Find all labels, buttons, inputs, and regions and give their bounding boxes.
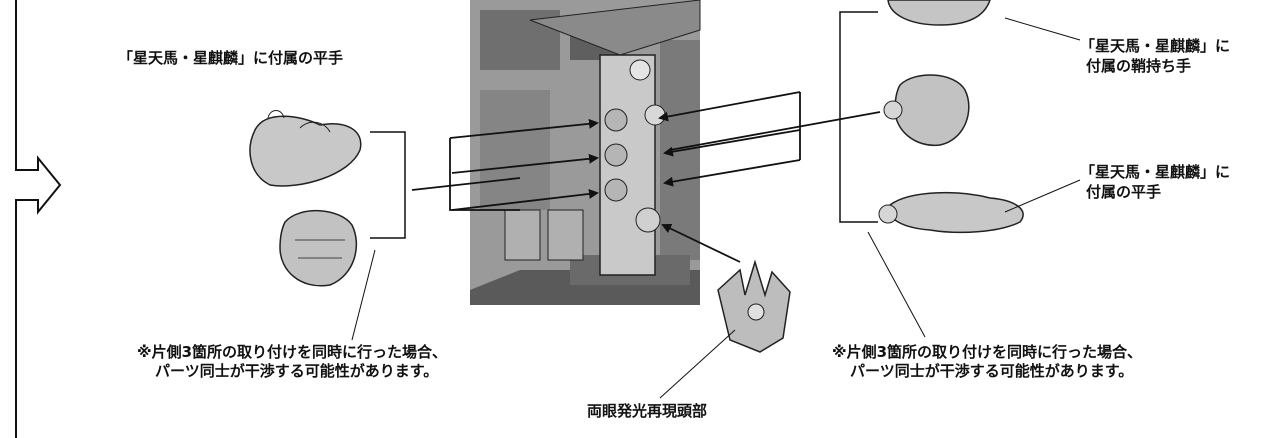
right-fist-illustration xyxy=(883,74,970,146)
interference-note-right-line2: パーツ同士が干渉する可能性があります。 xyxy=(850,362,1134,380)
left-flat-hand-illustration xyxy=(249,110,362,187)
left-flat-hand-label: 「星天馬・星麒麟」に付属の平手 xyxy=(118,49,344,67)
leader-lines xyxy=(351,17,1081,399)
head-part-illustration xyxy=(717,259,791,353)
left-hands-bracket xyxy=(370,131,406,239)
right-flat-hand-illustration xyxy=(878,191,1024,234)
left-connection-arrows xyxy=(411,118,599,211)
step-arrow-icon xyxy=(15,0,62,438)
interference-note-left-line2: パーツ同士が干渉する可能性があります。 xyxy=(155,362,439,380)
right-scabbard-hand-label-line2: 付属の鞘持ち手 xyxy=(1086,57,1192,75)
right-flat-hand-label-line1: 「星天馬・星麒麟」に xyxy=(1080,163,1231,181)
right-connection-arrows xyxy=(658,91,881,187)
right-flat-hand-label-line2: 付属の平手 xyxy=(1086,183,1162,201)
head-part-label: 両眼発光再現頭部 xyxy=(587,402,708,420)
interference-note-right-line1: ※片側3箇所の取り付けを同時に行った場合、 xyxy=(832,343,1143,361)
right-scabbard-hand-illustration xyxy=(887,0,991,26)
right-scabbard-hand-label-line1: 「星天馬・星麒麟」に xyxy=(1080,37,1231,55)
head-connection-arrow xyxy=(661,223,741,263)
interference-note-left-line1: ※片側3箇所の取り付けを同時に行った場合、 xyxy=(137,343,448,361)
right-hands-bracket xyxy=(839,11,878,223)
left-fist-illustration xyxy=(279,210,358,287)
